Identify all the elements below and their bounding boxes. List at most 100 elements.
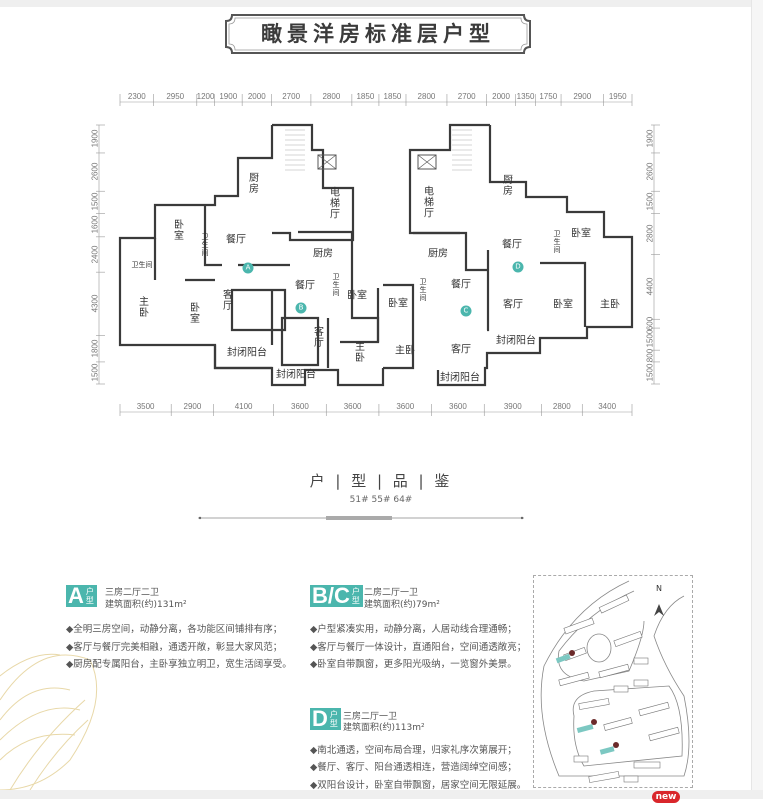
unit-marker-d: D: [512, 261, 524, 273]
dimension-label: 4400: [645, 277, 655, 296]
room-label: 餐厅: [295, 280, 315, 292]
top-strip: [0, 0, 763, 7]
dimension-label: 2600: [645, 162, 655, 181]
dimension-label: 2800: [322, 92, 341, 101]
room-label: 厨房: [500, 174, 512, 196]
room-label: 厨房: [428, 248, 448, 260]
building-numbers: 51# 55# 64#: [349, 495, 413, 505]
room-label: 主卧: [352, 341, 364, 363]
room-label: 卫生间: [131, 261, 153, 269]
dimension-label: 2800: [645, 224, 655, 243]
wall: [383, 261, 587, 370]
room-label: 厨房: [246, 172, 258, 194]
section-title: 户 | 型 | 品 | 鉴: [309, 472, 453, 490]
room-label: 封闭阳台: [496, 335, 536, 347]
wall: [326, 288, 380, 368]
dimension-label: 2000: [492, 92, 510, 101]
dimension-label: 1500: [90, 363, 100, 382]
dimension-label: 1600: [90, 215, 100, 234]
room-label: 餐厅: [502, 239, 522, 251]
dimension-label: 1200: [196, 92, 215, 101]
elevator-cross: [417, 154, 437, 170]
feature-bullet: ◆客厅与餐厅完美相融，通透开敞，彰显大家风范；: [66, 642, 283, 653]
room-label: 卧室: [347, 290, 367, 302]
dimension-label: 3500: [136, 402, 155, 411]
badge-letter: D: [312, 706, 328, 731]
unit-name: 二房二厅一卫: [364, 588, 419, 598]
dimension-label: 2000: [247, 92, 266, 101]
dimension-label: 1350: [516, 92, 535, 101]
room-label: 餐厅: [226, 234, 246, 246]
site-plan-drawing: [540, 580, 690, 783]
wall: [413, 231, 490, 332]
room-label: 封闭阳台: [276, 369, 316, 381]
dimension-label: 3600: [396, 402, 415, 411]
room-label: 卧室: [571, 228, 591, 240]
room-label: 封闭阳台: [440, 372, 480, 384]
badge-sub: 户型: [351, 587, 360, 605]
unit-area: 建筑面积(约)79m²: [364, 600, 440, 610]
dimension-label: 2800: [417, 92, 436, 101]
page-title: 瞰景洋房标准层户型: [261, 22, 495, 46]
elevator-cross: [317, 154, 337, 170]
room-label: 主卧: [136, 296, 148, 318]
wall: [280, 316, 320, 367]
badge-letter: B/C: [312, 583, 350, 608]
room-label: 卫生间: [201, 233, 209, 257]
scrollbar[interactable]: [751, 0, 763, 790]
dimension-label: 1500: [90, 192, 100, 211]
title-frame: [225, 14, 531, 54]
dimension-label: 3400: [598, 402, 617, 411]
wall: [436, 125, 634, 387]
dimension-label: 1850: [383, 92, 402, 101]
wall: [272, 123, 355, 242]
dimension-label: 2700: [282, 92, 301, 101]
room-label: 卫生间: [553, 230, 561, 254]
room-label: 卧室: [187, 302, 199, 324]
dimension-label: 3600: [449, 402, 467, 411]
unit-marker-b: B: [295, 302, 307, 314]
north-label: N: [656, 584, 662, 593]
unit-marker-c: C: [460, 305, 472, 317]
dimension-label: 1900: [645, 129, 655, 148]
badge-letter: A: [68, 583, 84, 608]
site-map: N: [533, 575, 693, 788]
dimension-label: 1850: [356, 92, 375, 101]
feature-bullet: ◆户型紧凑实用，动静分离，人居动线合理通畅；: [310, 624, 517, 635]
dimension-label: 2900: [183, 402, 202, 411]
feature-bullet: ◆全明三房空间，动静分离，各功能区间铺排有序；: [66, 624, 283, 635]
room-label: 客厅: [311, 326, 323, 348]
room-label: 卧室: [553, 299, 573, 311]
dimension-label: 1900: [90, 129, 100, 148]
dimension-label: 4100: [234, 402, 253, 411]
dimension-label: 2900: [573, 92, 592, 101]
dimension-label: 1500: [645, 192, 655, 211]
room-label: 主卧: [395, 345, 415, 357]
unit-name: 三房二厅二卫: [105, 588, 160, 598]
dimension-label: 1950: [608, 92, 627, 101]
dimension-label: 2950: [166, 92, 185, 101]
new-badge[interactable]: new: [652, 791, 680, 803]
dimension-label: 2400: [90, 245, 100, 263]
room-label: 客厅: [220, 289, 232, 311]
dimension-label: 1750: [539, 92, 558, 101]
dimension-label: 1500: [645, 363, 655, 382]
dimension-label: 3900: [503, 402, 522, 411]
wall: [153, 205, 222, 282]
unit-name: 三房二厅一卫: [343, 712, 398, 722]
elevator-shaft: [317, 154, 337, 170]
room-label: 封闭阳台: [227, 347, 267, 359]
elevator-shaft: [417, 154, 437, 170]
room-label: 卧室: [171, 219, 183, 241]
dimension-label: 2300: [127, 92, 146, 101]
room-label: 主卧: [600, 299, 620, 311]
dimension-label: 1800: [90, 339, 100, 358]
room-label: 电梯厅: [327, 186, 339, 220]
wall: [213, 345, 385, 387]
feature-bullet: ◆双阳台设计，卧室自带飘窗，居家空间无限延展。: [310, 780, 527, 791]
badge-sub: 户型: [85, 587, 94, 605]
